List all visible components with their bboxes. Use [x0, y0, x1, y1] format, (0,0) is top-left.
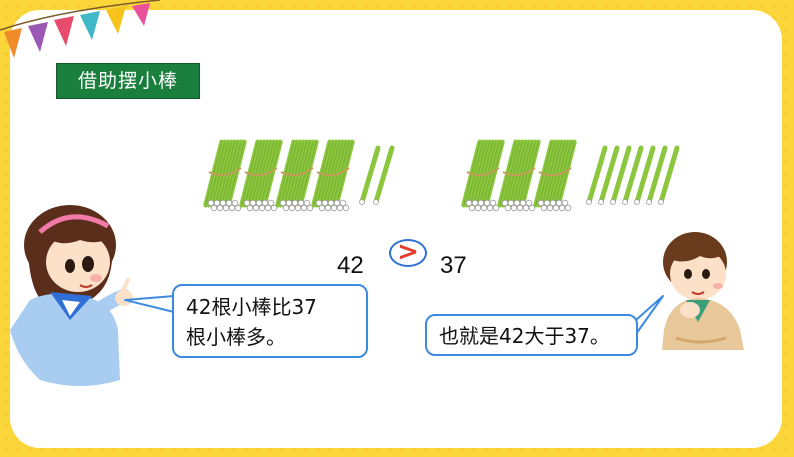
boy-speech-bubble: 也就是42大于37。 — [425, 314, 638, 356]
stick-bundle — [275, 139, 319, 212]
single-stick — [610, 145, 632, 205]
single-stick — [373, 145, 395, 205]
stick-bundle — [497, 139, 541, 212]
boy-speech-text: 也就是42大于37。 — [439, 324, 610, 348]
right-number: 37 — [440, 252, 467, 279]
left-number: 42 — [337, 252, 364, 279]
stick-bundle — [461, 139, 505, 212]
stick-bundle — [203, 139, 247, 212]
method-label: 借助摆小棒 — [56, 63, 200, 99]
single-stick — [622, 145, 644, 205]
single-stick — [359, 145, 381, 205]
single-stick — [634, 145, 656, 205]
single-stick — [646, 145, 668, 205]
single-stick — [658, 145, 680, 205]
single-stick — [598, 145, 620, 205]
comparison-symbol: > — [389, 239, 427, 267]
girl-speech-bubble: 42根小棒比37 根小棒多。 — [172, 284, 368, 358]
stick-bundle — [239, 139, 283, 212]
stick-bundle — [533, 139, 577, 212]
girl-speech-line1: 42根小棒比37 — [186, 295, 317, 319]
single-stick — [586, 145, 608, 205]
stick-bundle — [311, 139, 355, 212]
girl-speech-line2: 根小棒多。 — [186, 325, 286, 349]
bunting-decoration — [0, 0, 161, 58]
